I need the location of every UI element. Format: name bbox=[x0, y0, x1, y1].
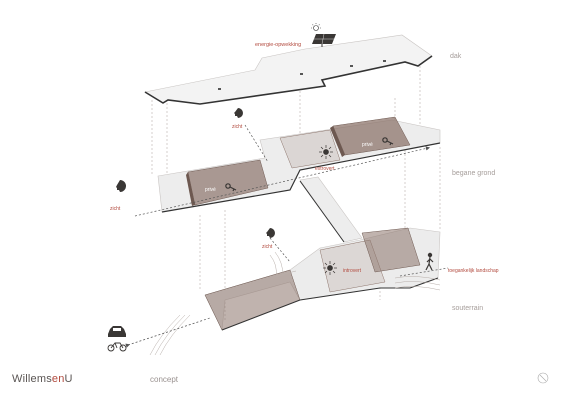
ground-floor bbox=[157, 116, 441, 243]
extrovert-label: extrovert bbox=[315, 166, 335, 172]
bicycle-icon bbox=[107, 342, 127, 352]
caption: concept bbox=[150, 375, 179, 384]
head-profile-icon bbox=[234, 108, 243, 118]
sun-icon bbox=[311, 23, 321, 31]
car-icon bbox=[108, 326, 126, 337]
energy-label: energie-opwekking bbox=[255, 42, 301, 48]
brand-part3: U bbox=[64, 373, 73, 385]
prive-right-label: privé bbox=[362, 142, 373, 148]
eye-sparkle-icon bbox=[319, 145, 333, 159]
brand-part2: en bbox=[51, 373, 65, 385]
toegankelijk-label: toegankelijk landschap bbox=[448, 268, 499, 274]
prive-left-label: privé bbox=[205, 187, 216, 193]
key-icon bbox=[382, 137, 394, 146]
sight-lines bbox=[125, 124, 449, 348]
head-profile-icon bbox=[116, 180, 126, 192]
begane-grond-label: begane grond bbox=[452, 170, 495, 177]
basement bbox=[149, 227, 441, 356]
walking-person-icon bbox=[425, 252, 434, 271]
introvert-label: introvert bbox=[343, 268, 362, 274]
zicht-mid-label: zicht bbox=[262, 244, 273, 250]
brand-logo: WillemsenU bbox=[12, 373, 73, 385]
zicht-top-label: zicht bbox=[232, 124, 243, 130]
key-icon bbox=[225, 183, 237, 192]
page-mark-icon bbox=[537, 372, 549, 384]
brand-part1: Willems bbox=[12, 373, 52, 385]
zicht-left-label: zicht bbox=[110, 206, 121, 212]
souterrain-label: souterrain bbox=[452, 305, 483, 312]
dak-label: dak bbox=[450, 53, 462, 60]
eye-sparkle-icon bbox=[323, 261, 337, 275]
roof-slab bbox=[144, 34, 433, 105]
head-profile-icon bbox=[266, 228, 275, 238]
solar-panel-icon bbox=[312, 33, 336, 47]
